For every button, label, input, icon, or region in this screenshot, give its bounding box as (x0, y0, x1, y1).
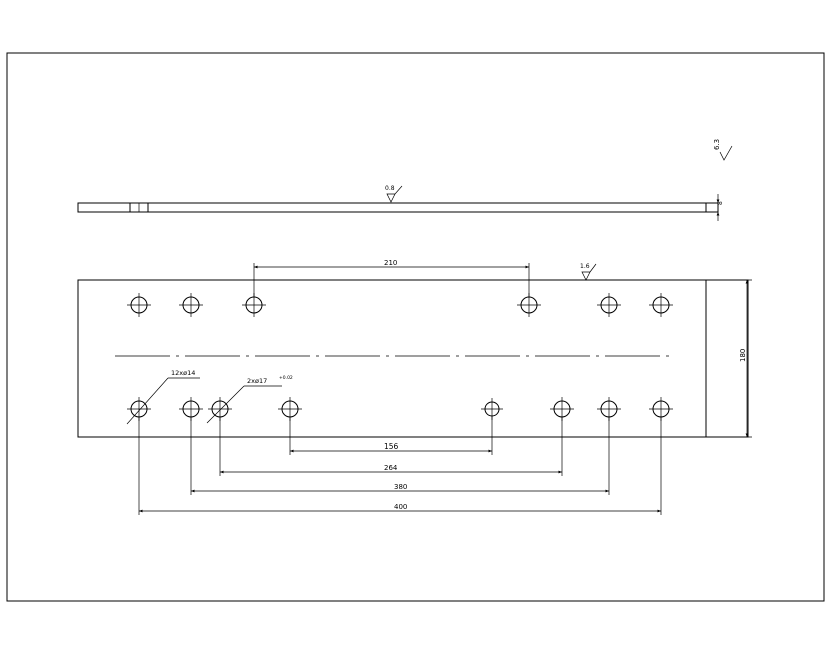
pin-hole-callout: 2xø17 (247, 377, 267, 385)
hole (179, 293, 203, 317)
dimension-156: 156 (384, 442, 399, 451)
hole (597, 397, 621, 421)
height-dimension: 180 (739, 349, 747, 362)
dimension-380: 380 (394, 483, 407, 491)
roughness-label-side: 0.8 (385, 185, 395, 192)
front-view: 1.6 180 210 (77, 259, 752, 438)
hole (127, 397, 151, 421)
roughness-label-general: 6.3 (713, 139, 721, 150)
hole (649, 293, 673, 317)
dimension-264: 264 (384, 464, 398, 472)
thickness-dimension: 8 (717, 201, 724, 205)
bottom-dimensions: 156 264 380 400 (138, 416, 662, 515)
roughness-label-front: 1.6 (580, 263, 590, 270)
hole (127, 293, 151, 317)
pin-hole-tolerance: +0.02 (279, 375, 293, 381)
drawing-frame (6, 52, 825, 602)
side-view: 0.8 8 (77, 185, 724, 221)
top-hole-row (127, 293, 673, 317)
dimension-400: 400 (394, 503, 407, 511)
hole-callout: 12xø14 (171, 369, 195, 377)
hole (597, 293, 621, 317)
bottom-hole-row (127, 397, 673, 421)
dimension-210: 210 (384, 259, 397, 267)
roughness-symbol-general: 6.3 (713, 139, 733, 161)
